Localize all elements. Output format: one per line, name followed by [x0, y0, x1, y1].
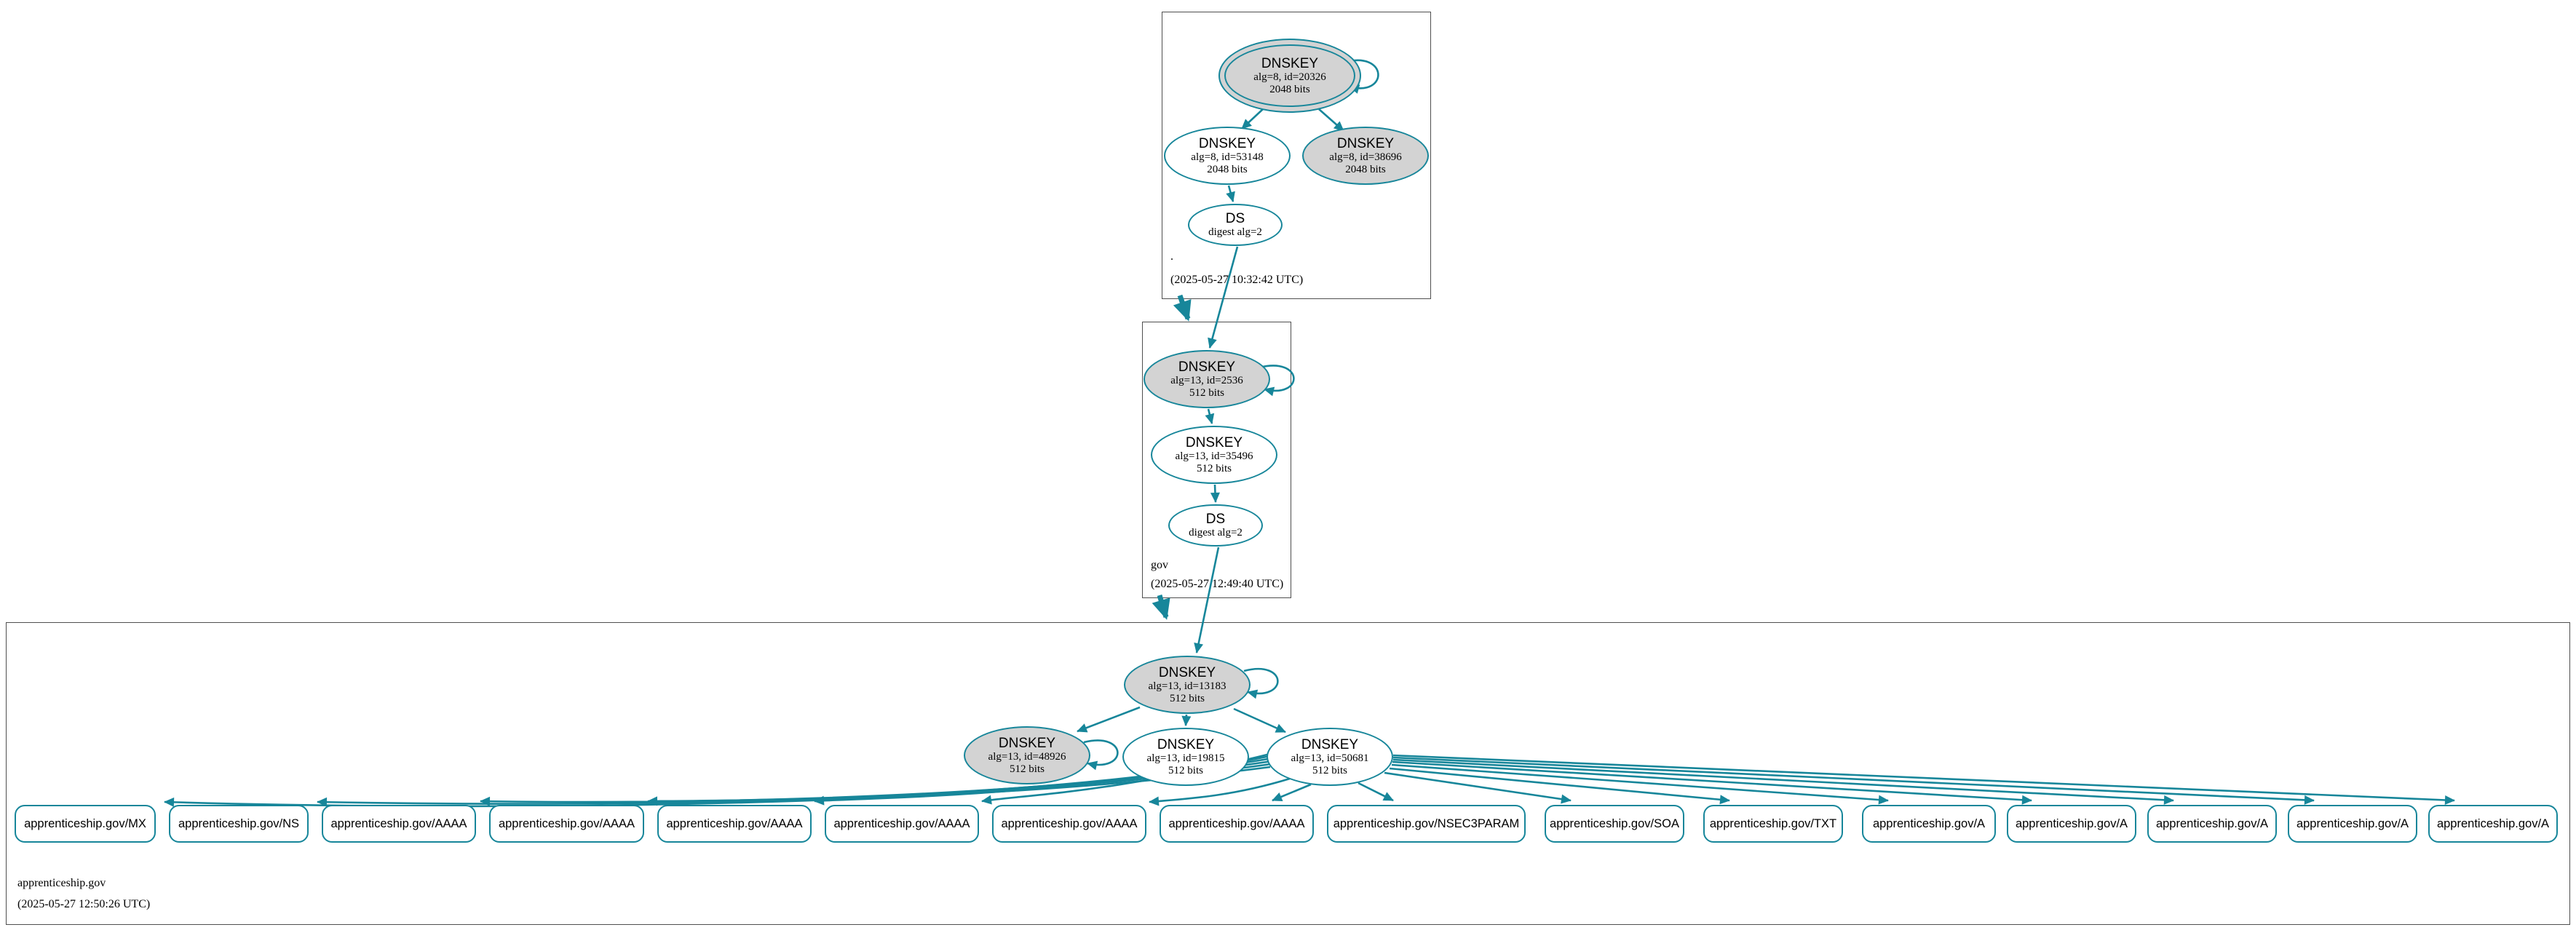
node-digest: digest alg=2: [1189, 527, 1243, 538]
node-alg: alg=13, id=13183: [1148, 680, 1226, 692]
rrset-box-aaaa-3[interactable]: apprenticeship.gov/AAAA: [657, 805, 812, 843]
zone-arrow-gov-to-apprenticeship: [1152, 594, 1170, 620]
ds-node-gov[interactable]: DS digest alg=2: [1168, 504, 1263, 547]
edge-13183-to-48926: [1077, 706, 1141, 733]
zone-box-root: [1162, 12, 1431, 299]
node-title: DNSKEY: [1185, 434, 1243, 450]
dnskey-node-35496[interactable]: DNSKEY alg=13, id=35496 512 bits: [1151, 426, 1277, 484]
node-title: DNSKEY: [1157, 736, 1215, 752]
edge-50681-to-rrset-nsec3param: [1358, 782, 1394, 802]
node-bits: 512 bits: [1170, 692, 1205, 704]
node-alg: alg=8, id=53148: [1191, 151, 1264, 163]
dnskey-node-20326-inner: DNSKEY alg=8, id=20326 2048 bits: [1224, 44, 1355, 107]
edge-20326-to-53148: [1241, 108, 1264, 130]
rrset-box-aaaa-4[interactable]: apprenticeship.gov/AAAA: [825, 805, 979, 843]
rrset-box-a-5[interactable]: apprenticeship.gov/A: [2428, 805, 2558, 843]
rrset-box-a-2[interactable]: apprenticeship.gov/A: [2007, 805, 2136, 843]
node-bits: 2048 bits: [1269, 83, 1310, 95]
zone-label-root: .: [1170, 250, 1173, 263]
edge-50681-to-rrset-a-4: [1392, 756, 2315, 805]
rrset-box-aaaa-5[interactable]: apprenticeship.gov/AAAA: [992, 805, 1146, 843]
rrset-box-nsec3param[interactable]: apprenticeship.gov/NSEC3PARAM: [1327, 805, 1526, 843]
zone-timestamp-root: (2025-05-27 10:32:42 UTC): [1170, 274, 1304, 286]
rrset-box-soa[interactable]: apprenticeship.gov/SOA: [1545, 805, 1684, 843]
rrset-box-ns[interactable]: apprenticeship.gov/NS: [169, 805, 309, 843]
dnskey-node-20326-ksk[interactable]: DNSKEY alg=8, id=20326 2048 bits: [1218, 39, 1361, 113]
node-title: DNSKEY: [1158, 664, 1216, 680]
ds-node-root[interactable]: DS digest alg=2: [1188, 204, 1283, 246]
edge-50681-to-rrset-txt: [1389, 767, 1730, 805]
node-alg: alg=8, id=38696: [1329, 151, 1402, 163]
edge-50681-to-rrset-a-1: [1391, 763, 1889, 805]
edge-50681-to-rrset-a-2: [1392, 760, 2032, 805]
self-loop-key-13183: [1243, 667, 1279, 699]
node-bits: 512 bits: [1197, 462, 1232, 474]
node-bits: 2048 bits: [1345, 163, 1386, 175]
dnskey-node-38696[interactable]: DNSKEY alg=8, id=38696 2048 bits: [1302, 127, 1429, 185]
dnskey-node-53148[interactable]: DNSKEY alg=8, id=53148 2048 bits: [1164, 127, 1291, 185]
edge-35496-to-ds-gov: [1210, 484, 1220, 503]
node-digest: digest alg=2: [1208, 226, 1262, 238]
zone-box-apprenticeship: [6, 622, 2570, 925]
self-loop-key-20326: [1342, 59, 1379, 94]
node-title: DNSKEY: [1261, 55, 1319, 71]
edge-50681-to-rrset-aaaa-5: [1149, 777, 1291, 806]
node-title: DNSKEY: [1336, 135, 1395, 151]
node-alg: alg=13, id=48926: [988, 750, 1066, 763]
dnskey-node-48926[interactable]: DNSKEY alg=13, id=48926 512 bits: [964, 726, 1090, 784]
node-bits: 512 bits: [1189, 386, 1224, 399]
edge-50681-to-rrset-aaaa-6: [1272, 783, 1312, 802]
edge-50681-to-rrset-a-3: [1392, 758, 2174, 805]
rrset-box-aaaa-6[interactable]: apprenticeship.gov/AAAA: [1160, 805, 1314, 843]
edge-20326-to-38696: [1318, 108, 1344, 132]
node-title: DS: [1225, 211, 1245, 226]
zone-arrow-root-to-gov: [1173, 294, 1192, 322]
edge-2536-to-35496: [1205, 408, 1215, 424]
self-loop-key-2536: [1259, 365, 1295, 397]
rrset-box-a-4[interactable]: apprenticeship.gov/A: [2288, 805, 2417, 843]
node-bits: 512 bits: [1168, 764, 1203, 776]
zone-label-gov: gov: [1151, 559, 1168, 571]
node-bits: 2048 bits: [1207, 163, 1248, 175]
node-alg: alg=13, id=19815: [1146, 752, 1225, 764]
node-title: DS: [1205, 512, 1226, 527]
node-title: DNSKEY: [1301, 736, 1359, 752]
node-alg: alg=8, id=20326: [1253, 71, 1326, 83]
rrset-box-a-3[interactable]: apprenticeship.gov/A: [2147, 805, 2277, 843]
node-bits: 512 bits: [1010, 763, 1045, 775]
dnskey-node-13183[interactable]: DNSKEY alg=13, id=13183 512 bits: [1124, 656, 1251, 714]
edge-13183-to-50681: [1233, 707, 1286, 734]
edge-53148-to-ds-root: [1226, 185, 1235, 202]
edge-50681-to-rrset-mx: [164, 766, 1271, 808]
node-alg: alg=13, id=35496: [1175, 450, 1253, 462]
node-alg: alg=13, id=50681: [1291, 752, 1369, 764]
rrset-box-aaaa-1[interactable]: apprenticeship.gov/AAAA: [322, 805, 476, 843]
edge-ds-gov-to-key-13183: [1194, 547, 1220, 653]
dnskey-node-50681[interactable]: DNSKEY alg=13, id=50681 512 bits: [1267, 728, 1393, 786]
self-loop-key-48926: [1083, 739, 1119, 771]
node-bits: 512 bits: [1312, 764, 1347, 776]
node-title: DNSKEY: [1198, 135, 1256, 151]
dnskey-node-19815[interactable]: DNSKEY alg=13, id=19815 512 bits: [1122, 728, 1249, 786]
zone-timestamp-apprenticeship: (2025-05-27 12:50:26 UTC): [17, 898, 151, 910]
rrset-box-a-1[interactable]: apprenticeship.gov/A: [1862, 805, 1996, 843]
rrset-box-mx[interactable]: apprenticeship.gov/MX: [15, 805, 156, 843]
edge-ds-root-to-key-2536: [1208, 246, 1239, 349]
node-alg: alg=13, id=2536: [1170, 374, 1243, 386]
zone-label-apprenticeship: apprenticeship.gov: [17, 877, 106, 889]
node-title: DNSKEY: [1178, 359, 1236, 375]
rrset-box-aaaa-2[interactable]: apprenticeship.gov/AAAA: [489, 805, 644, 843]
zone-timestamp-gov: (2025-05-27 12:49:40 UTC): [1151, 578, 1284, 590]
node-title: DNSKEY: [998, 735, 1056, 751]
dnskey-node-2536[interactable]: DNSKEY alg=13, id=2536 512 bits: [1144, 350, 1270, 408]
edge-50681-to-rrset-soa: [1384, 771, 1572, 804]
edge-50681-to-rrset-a-5: [1392, 754, 2455, 805]
rrset-box-txt[interactable]: apprenticeship.gov/TXT: [1703, 805, 1843, 843]
